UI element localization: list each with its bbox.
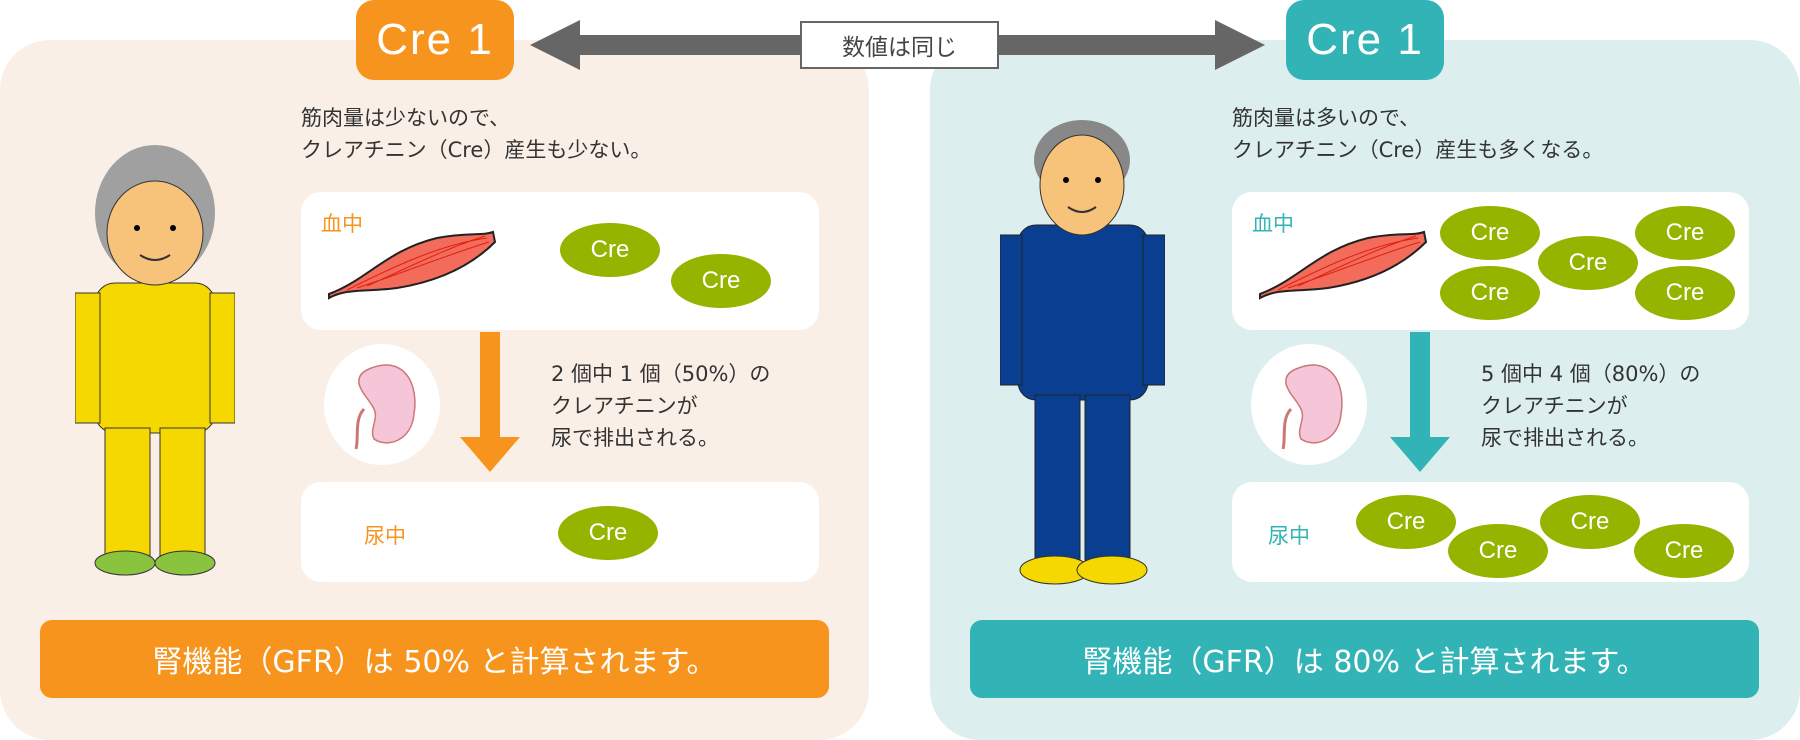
- down-arrow-icon: [1390, 332, 1450, 472]
- desc-line: クレアチニン（Cre）産生も多くなる。: [1232, 138, 1604, 162]
- muscle-icon: [1259, 230, 1428, 300]
- cre-molecule: Cre: [671, 254, 771, 308]
- cre-molecule: Cre: [1634, 524, 1734, 578]
- cre-molecule: Cre: [558, 506, 658, 560]
- man-illustration: [1000, 120, 1165, 585]
- blood-label: 血中: [321, 212, 363, 236]
- cre-molecule: Cre: [560, 223, 660, 277]
- cre-molecule: Cre: [1635, 206, 1735, 260]
- right-result-bar: 腎機能（GFR）は 80% と計算されます。: [970, 620, 1759, 698]
- desc-line: 筋肉量は少ないので、: [301, 106, 511, 130]
- left-result-bar: 腎機能（GFR）は 50% と計算されます。: [40, 620, 829, 698]
- kidney-icon: [1281, 364, 1343, 450]
- cre-molecule: Cre: [1538, 236, 1638, 290]
- cre-molecule: Cre: [1448, 524, 1548, 578]
- cre-molecule: Cre: [1356, 495, 1456, 549]
- excretion-line: 尿で排出される。: [551, 426, 719, 450]
- desc-line: 筋肉量は多いので、: [1232, 106, 1421, 130]
- excretion-line: クレアチニンが: [1481, 394, 1628, 418]
- desc-line: クレアチニン（Cre）産生も少ない。: [301, 138, 652, 162]
- excretion-line: 5 個中 4 個（80%）の: [1481, 362, 1701, 386]
- kidney-circle: [324, 344, 440, 465]
- muscle-icon: [328, 230, 497, 300]
- cre-molecule: Cre: [1440, 206, 1540, 260]
- down-arrow-icon: [460, 332, 520, 472]
- excretion-line: 尿で排出される。: [1481, 426, 1649, 450]
- blood-label: 血中: [1252, 212, 1294, 236]
- excretion-line: 2 個中 1 個（50%）の: [551, 362, 771, 386]
- left-excretion-text: 2 個中 1 個（50%）の クレアチニンが 尿で排出される。: [551, 358, 770, 454]
- right-description: 筋肉量は多いので、 クレアチニン（Cre）産生も多くなる。: [1232, 102, 1603, 166]
- left-description: 筋肉量は少ないので、 クレアチニン（Cre）産生も少ない。: [301, 102, 651, 166]
- urine-label: 尿中: [1268, 524, 1310, 548]
- cre-molecule: Cre: [1440, 266, 1540, 320]
- elderly-woman-illustration: [75, 145, 235, 576]
- kidney-circle: [1251, 344, 1367, 465]
- right-cre-badge: Cre 1: [1286, 0, 1444, 80]
- left-cre-badge: Cre 1: [356, 0, 514, 80]
- excretion-line: クレアチニンが: [551, 394, 698, 418]
- cre-molecule: Cre: [1635, 266, 1735, 320]
- urine-label: 尿中: [364, 524, 406, 548]
- cre-molecule: Cre: [1540, 495, 1640, 549]
- kidney-icon: [354, 364, 416, 450]
- right-excretion-text: 5 個中 4 個（80%）の クレアチニンが 尿で排出される。: [1481, 358, 1700, 454]
- same-value-label: 数値は同じ: [800, 21, 999, 69]
